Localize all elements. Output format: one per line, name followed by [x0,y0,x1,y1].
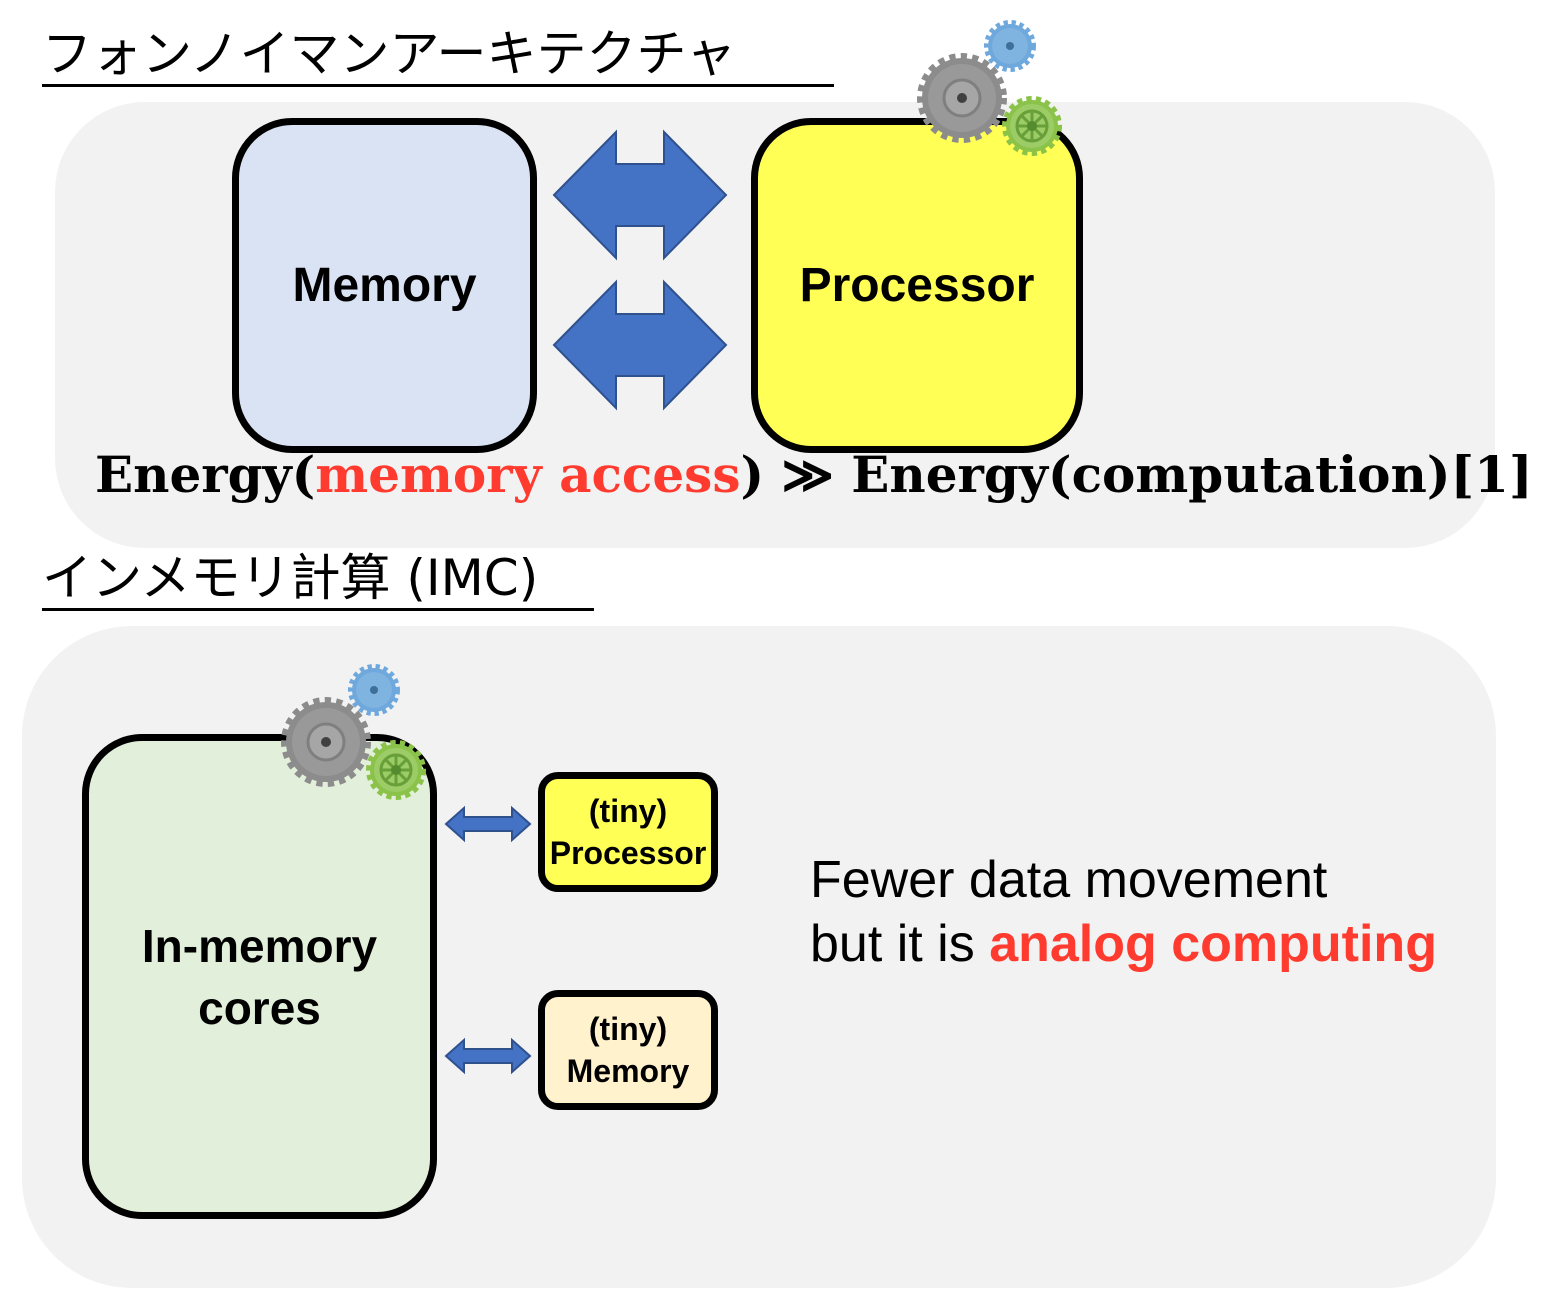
tiny-memory-line2: Memory [566,1053,690,1089]
imc-note-line2: but it is analog computing [810,912,1437,976]
equation-highlight: memory access [315,445,741,504]
imc-note-line1: Fewer data movement [810,851,1328,909]
tiny-processor-line1: (tiny) [588,793,668,829]
gear-icon-blue [984,20,1036,72]
gear-icon-green [1002,96,1062,156]
tiny-memory-line1: (tiny) [588,1011,668,1047]
gear-icon-green [366,740,426,800]
gear-cluster-processor [917,20,1062,156]
processor-box: Processor [751,118,1083,453]
imc-note-highlight: analog computing [989,915,1437,973]
von-neumann-title: フォンノイマンアーキテクチャ [42,24,834,87]
double-arrow-icon-lower [552,279,728,411]
equation-part2: ) ≫ Energy(computation)[1] [740,445,1533,504]
double-arrow-icon-upper [552,129,728,261]
in-memory-cores-box: In-memory cores [82,734,437,1219]
double-arrow-icon-small-upper [444,805,532,843]
von-neumann-title-text: フォンノイマンアーキテクチャ [42,24,834,87]
memory-label: Memory [292,259,477,312]
tiny-processor-box: (tiny) Processor [538,772,718,892]
gear-icon-blue [348,664,400,716]
processor-label: Processor [799,259,1035,312]
equation-part1: Energy( [95,445,316,504]
tiny-processor-line2: Processor [549,835,707,871]
core-label-line2: cores [198,981,321,1034]
imc-note: Fewer data movement but it is analog com… [810,848,1437,976]
gear-icon-gray [917,53,1007,143]
core-label-line1: In-memory [141,919,378,972]
memory-box: Memory [232,118,537,453]
gear-cluster-imc [281,664,426,800]
tiny-memory-box: (tiny) Memory [538,990,718,1110]
imc-title: インメモリ計算 (IMC) [42,548,594,611]
double-arrow-icon-small-lower [444,1037,532,1075]
energy-equation: Energy(memory access) ≫ Energy(computati… [95,443,1533,507]
imc-title-text: インメモリ計算 (IMC) [42,548,594,611]
gear-icon-gray [281,697,371,787]
imc-note-prefix: but it is [810,915,990,973]
